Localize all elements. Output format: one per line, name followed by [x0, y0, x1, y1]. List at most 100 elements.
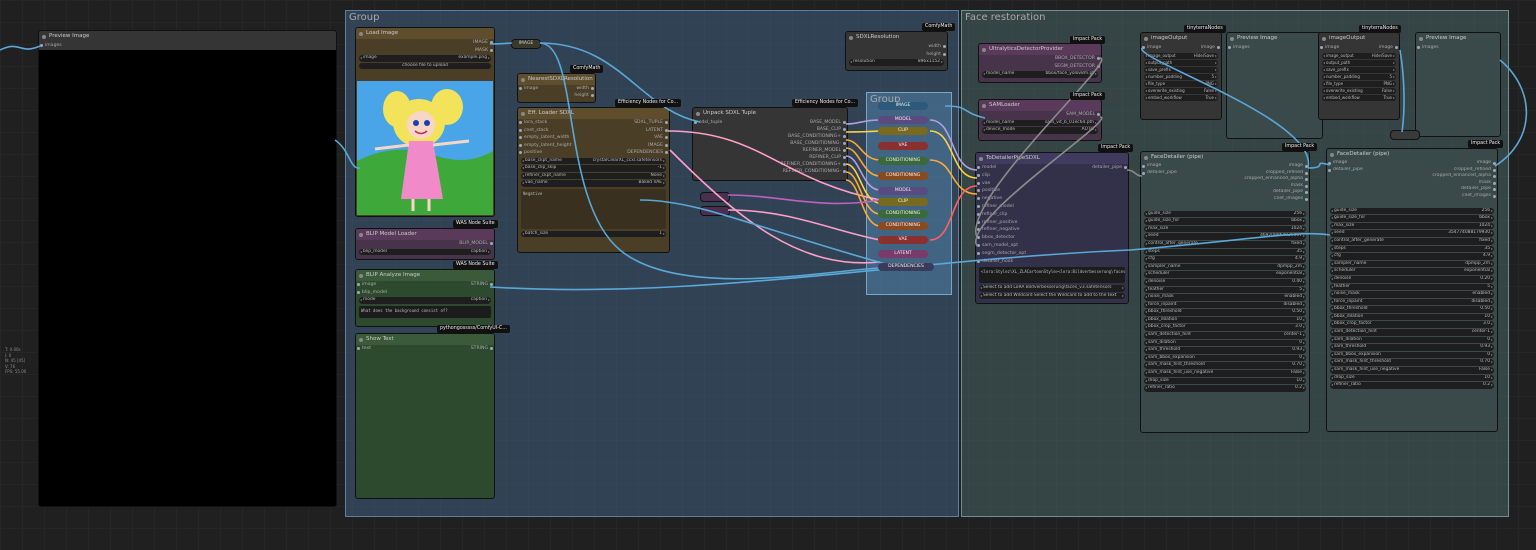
reroute-tag[interactable]: CLIP — [878, 198, 928, 206]
wildcard-text[interactable]: <lora:Stylez\XL_ZLACartoonStyle><lora:Bi… — [979, 267, 1125, 284]
node-title[interactable]: UltralyticsDetectorProvider — [979, 44, 1101, 55]
output-segm-detector[interactable]: SEGM_DETECTOR — [979, 63, 1101, 71]
io-row[interactable]: mask — [1141, 183, 1309, 190]
node-title[interactable]: FaceDetailer (pipe) — [1141, 152, 1309, 163]
output-mask[interactable]: MASK — [356, 47, 494, 55]
preview-image-node-right[interactable]: Preview Image images — [1415, 32, 1501, 137]
output-height[interactable]: height — [846, 51, 947, 59]
io-row[interactable]: positive — [976, 187, 1128, 195]
io-row[interactable]: cropped_enhanced_alpha — [1327, 173, 1497, 180]
io-row[interactable]: REFINER_CLIP — [693, 154, 847, 161]
io-row[interactable]: cnet_images — [1141, 196, 1309, 203]
preview-image-node-mid[interactable]: Preview Image images — [1226, 32, 1323, 139]
io-row[interactable]: REFINER_CONDITIONING- — [693, 168, 847, 175]
node-title[interactable]: SDXLResolution — [846, 32, 947, 43]
reroute-small-3[interactable] — [1390, 130, 1420, 140]
io-row[interactable]: refiner_model — [976, 203, 1128, 211]
widget-row[interactable]: save_prefixComfy\image-%date:yyyy-MM-dd% — [1322, 66, 1396, 73]
sdxl-resolution-node[interactable]: SDXLResolution width height resolution89… — [845, 31, 948, 71]
reroute-tag[interactable]: CONDITIONING — [878, 172, 928, 180]
reroute-tag[interactable]: MODEL — [878, 116, 928, 124]
io-row[interactable]: segm_detector_opt — [976, 250, 1128, 258]
input-images[interactable]: images — [39, 42, 336, 50]
node-title[interactable]: ToDetailerPipeSDXL — [976, 153, 1128, 164]
node-title[interactable]: imageOutput — [1319, 33, 1399, 44]
io-row[interactable]: clip — [976, 172, 1128, 180]
io-row[interactable]: cropped_enhanced_alpha — [1141, 176, 1309, 183]
io-row[interactable]: BASE_CONDITIONING+ — [693, 133, 847, 140]
negative-prompt[interactable]: Negative — [521, 188, 666, 229]
io-row[interactable]: detailer_pipe — [1327, 186, 1497, 193]
reroute-tag[interactable]: CLIP — [878, 127, 928, 135]
node-title[interactable]: BLIP Analyze Image — [356, 270, 494, 281]
node-title[interactable]: Preview Image — [39, 31, 336, 42]
input-images[interactable]: images — [1416, 44, 1500, 52]
reroute-tag[interactable]: MODEL — [878, 187, 928, 195]
io-row[interactable]: REFINER_MODEL — [693, 147, 847, 154]
node-title[interactable]: Preview Image — [1416, 33, 1500, 44]
reroute-tag[interactable]: CONDITIONING — [878, 157, 928, 165]
node-title[interactable]: NearestSDXLResolution — [518, 74, 595, 85]
io-row[interactable]: mask — [1327, 180, 1497, 187]
output-bbox-detector[interactable]: BBOX_DETECTOR — [979, 55, 1101, 63]
output-width[interactable]: width — [846, 43, 947, 51]
reroute-tag[interactable]: IMAGE — [878, 102, 928, 110]
io-row[interactable]: vae — [976, 180, 1128, 188]
